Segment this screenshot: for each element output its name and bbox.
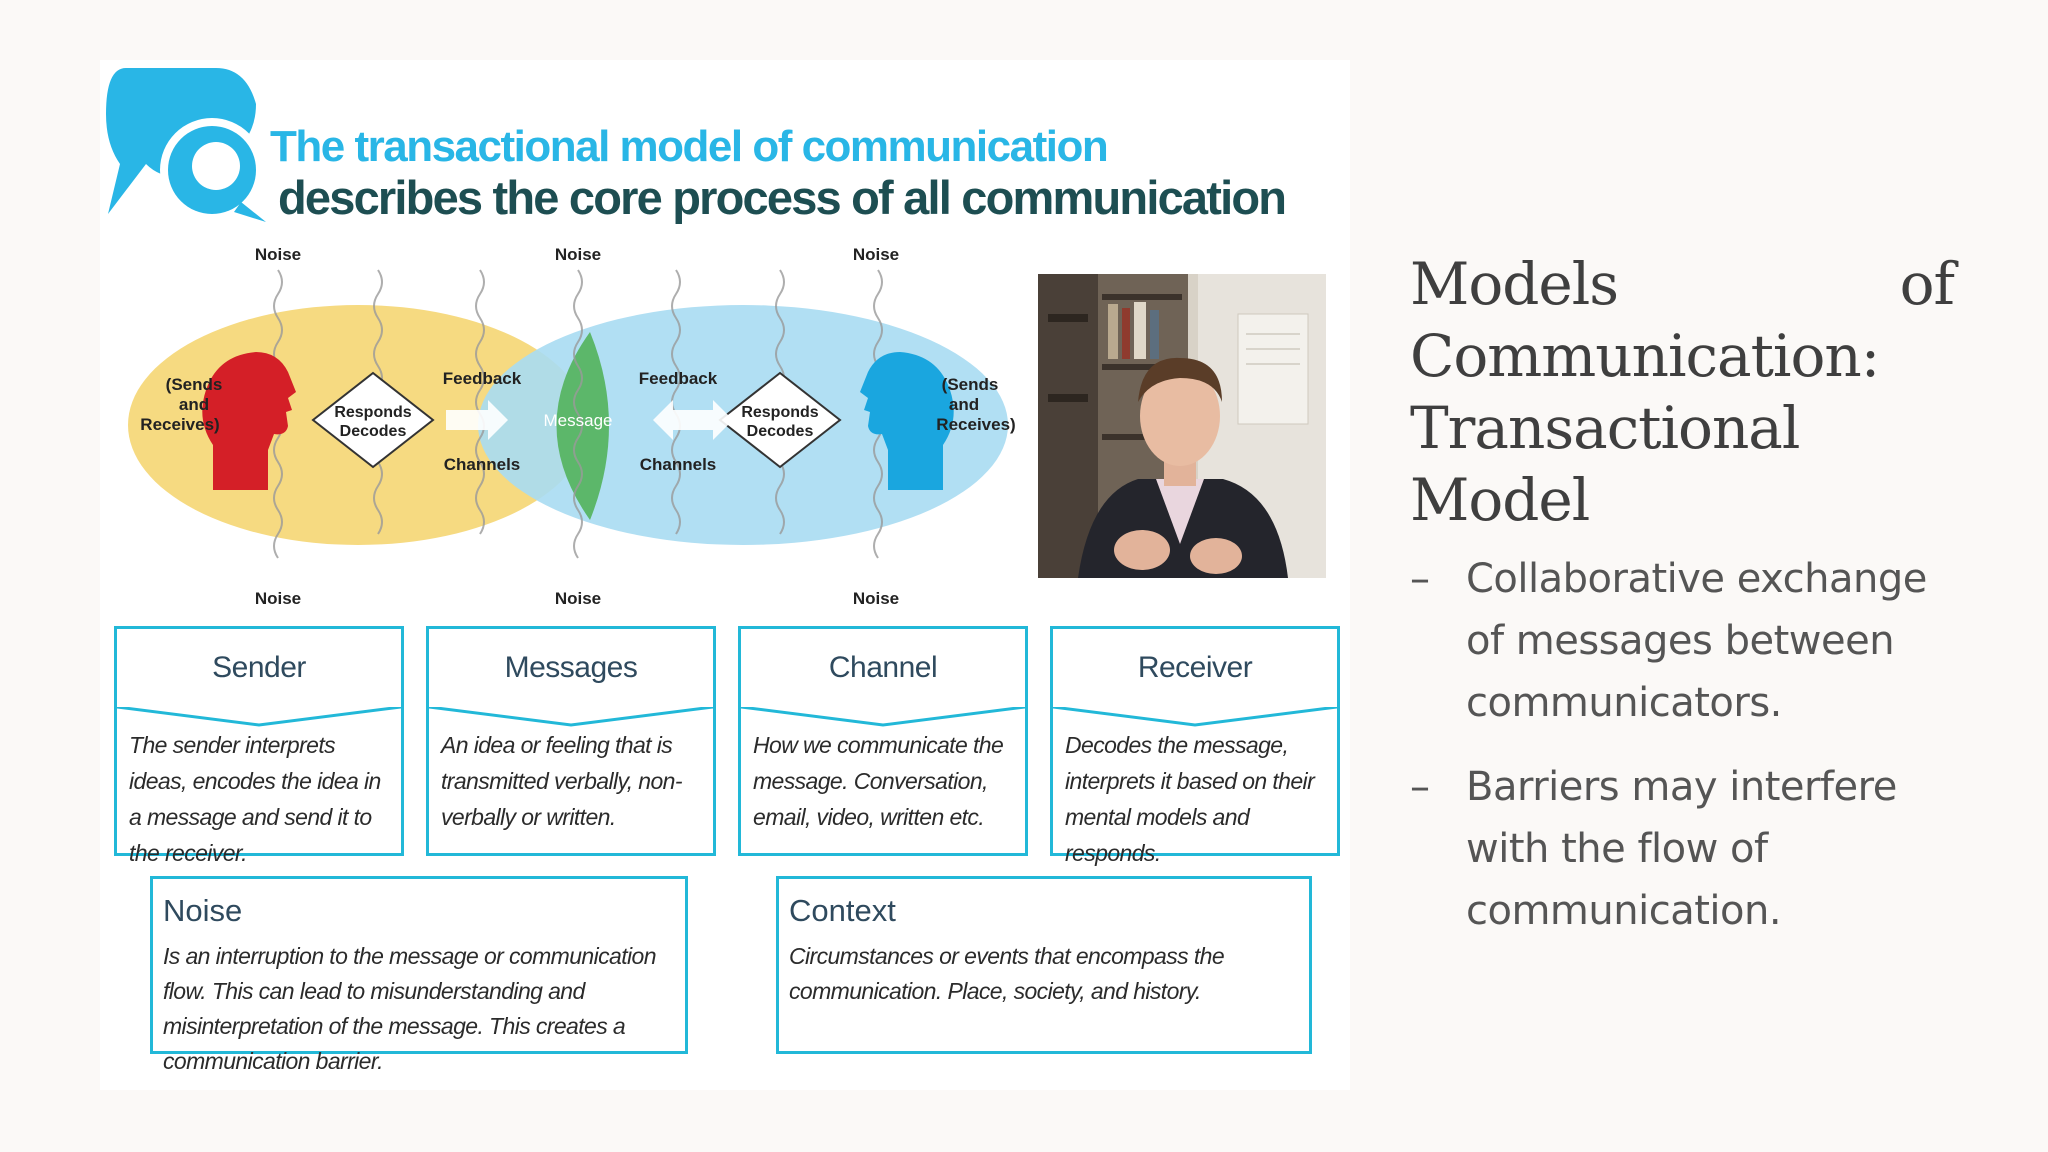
receiver-role-line: and [949,395,979,414]
responds-label: Responds [334,404,411,421]
card-title: Context [789,893,896,928]
receiver-role-line: Receives) [936,415,1015,434]
receiver-role-line: (Sends [942,375,999,394]
receiver-head-icon [860,352,954,490]
bullet-text: Collaborative exchange of messages betwe… [1466,556,1927,726]
responds-label: Responds [741,404,818,421]
presenter-webcam [1038,274,1326,578]
card-title: Receiver [1137,651,1253,684]
noise-label: Noise [853,589,899,608]
bullet-item: – Collaborative exchange of messages bet… [1410,548,1970,734]
noise-label: Noise [555,245,601,264]
card-divider [117,707,401,727]
noise-label: Noise [255,589,301,608]
feedback-label: Feedback [443,369,522,388]
sender-responds-decodes-diamond [311,371,435,469]
headline: The transactional model of communication… [270,122,1287,224]
feedback-arrow-right [446,400,508,440]
title-line: Models of [1410,248,1955,320]
slide-title: Models of Communication: Transactional M… [1410,248,1955,536]
card-divider [741,707,1025,727]
card-title: Messages [504,651,638,684]
card-sender: Sender The sender interprets ideas, enco… [114,626,404,866]
title-word: of [1899,250,1955,318]
receiver-responds-decodes-diamond [718,371,842,469]
card-messages: Messages An idea or feeling that is tran… [426,626,716,856]
card-divider [1053,707,1337,727]
feedback-arrow-bidirectional [653,400,733,440]
card-description: The sender interprets ideas, encodes the… [129,732,381,866]
decodes-label: Decodes [340,423,407,440]
message-label: Message [544,411,613,430]
dash-icon: – [1410,764,1430,810]
card-description: Circumstances or events that encompass t… [789,943,1225,1004]
bullet-item: – Barriers may interfere with the flow o… [1410,756,1970,942]
channels-label: Channels [444,455,521,474]
sender-role-line: (Sends [166,375,223,394]
card-title: Channel [828,651,938,684]
title-line: Communication: [1410,322,1880,390]
sender-role-line: Receives) [140,415,219,434]
card-context: Context Circumstances or events that enc… [776,876,1312,1054]
headline-line-2: describes the core process of all commun… [278,171,1287,224]
channels-label: Channels [640,455,717,474]
bullet-list: – Collaborative exchange of messages bet… [1410,548,1970,964]
noise-label: Noise [255,245,301,264]
speech-bubbles-icon [106,68,266,222]
card-description: Is an interruption to the message or com… [163,943,656,1074]
card-divider [429,707,713,727]
sender-head-icon [202,352,296,490]
card-title: Noise [163,893,243,928]
presenter-video-frame [1038,274,1326,578]
card-noise: Noise Is an interruption to the message … [150,876,688,1074]
title-line: Transactional [1410,394,1800,462]
noise-label: Noise [555,589,601,608]
noise-label: Noise [853,245,899,264]
title-line: Model [1410,466,1590,534]
transactional-model-diagram: Noise Noise Noise Noise Noise Noise (Sen… [128,240,1028,612]
decodes-label: Decodes [747,423,814,440]
card-description: How we communicate the message. Conversa… [753,732,1004,830]
bullet-text: Barriers may interfere with the flow of … [1466,764,1897,934]
headline-line-1: The transactional model of communication [270,122,1109,171]
card-receiver: Receiver Decodes the message, interprets… [1050,626,1340,866]
card-channel: Channel How we communicate the message. … [738,626,1028,856]
feedback-label: Feedback [639,369,718,388]
card-description: An idea or feeling that is transmitted v… [441,732,683,830]
infographic-panel: The transactional model of communication… [100,60,1350,1090]
sender-role-line: and [179,395,209,414]
card-description: Decodes the message, interprets it based… [1065,732,1315,866]
card-title: Sender [212,651,306,684]
dash-icon: – [1410,556,1430,602]
title-word: Models [1410,250,1619,318]
